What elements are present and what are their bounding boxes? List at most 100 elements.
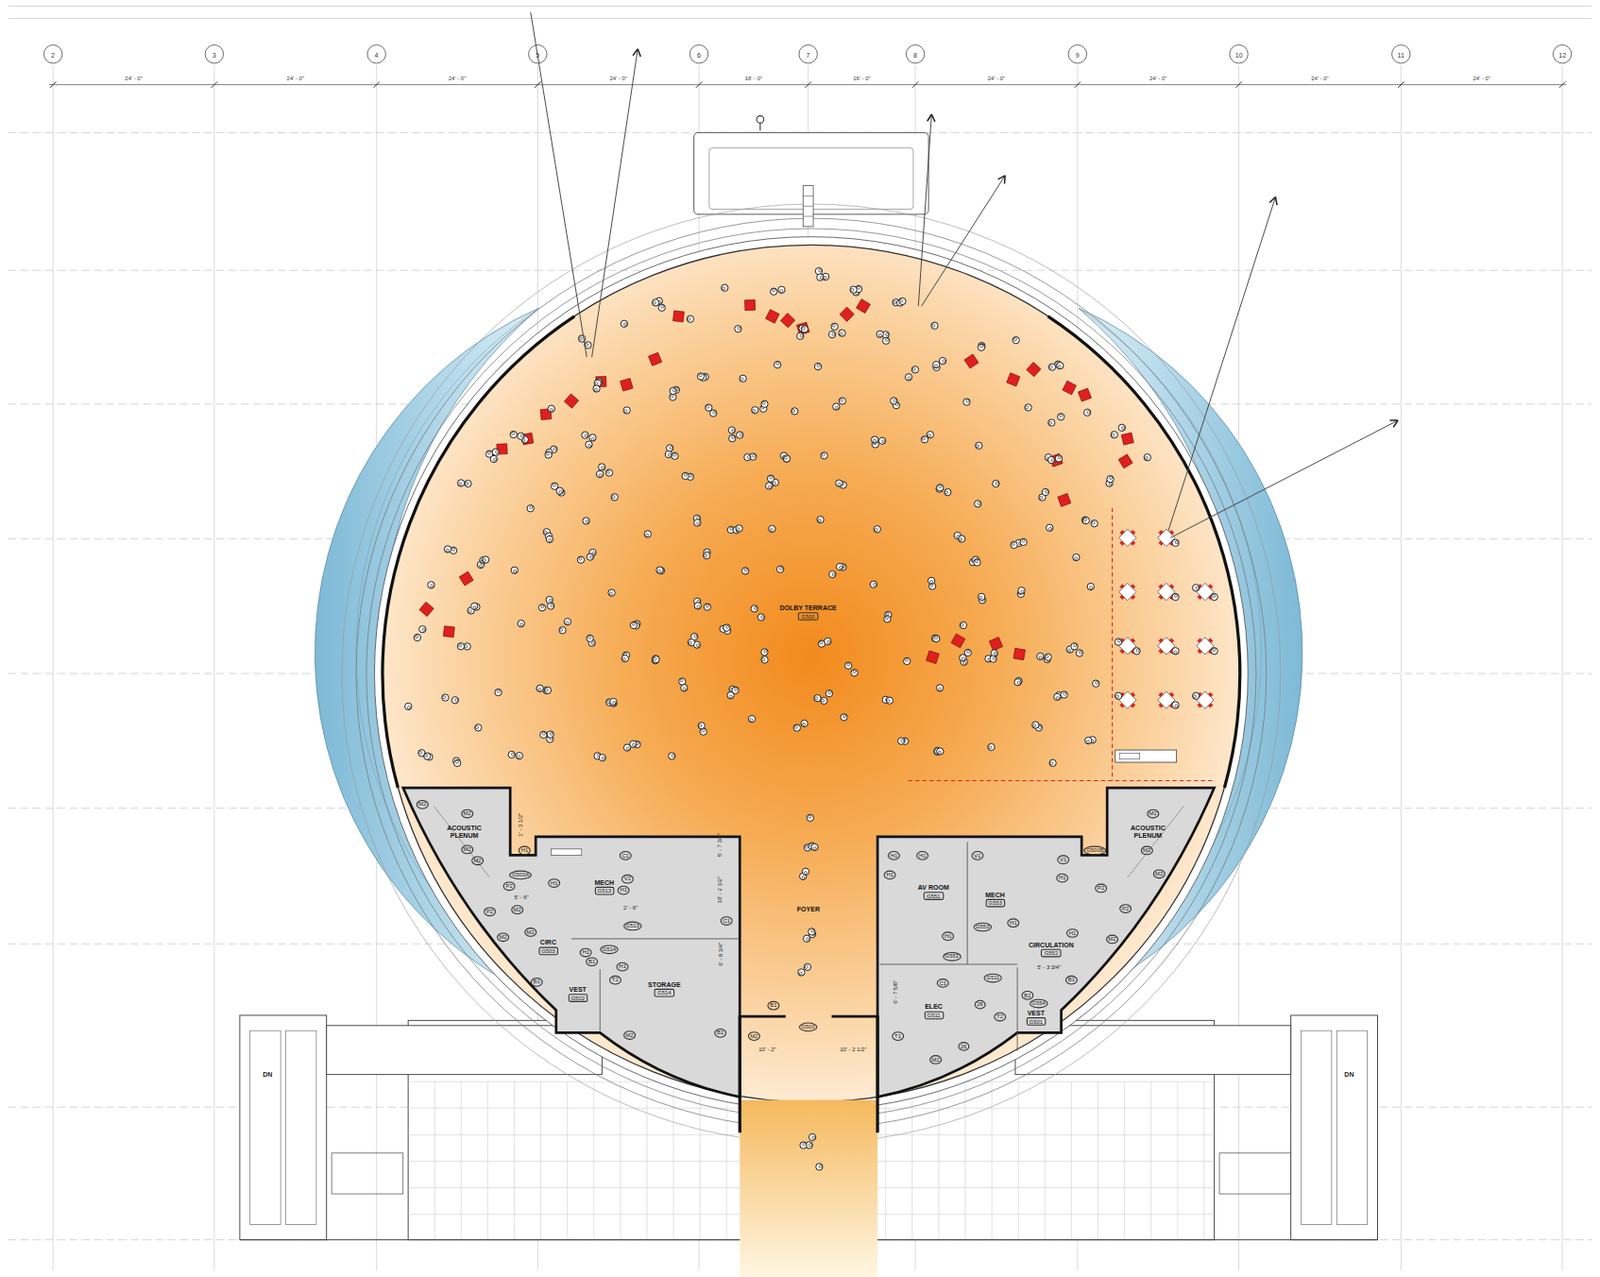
people (975, 442, 983, 449)
people (835, 562, 843, 570)
people (936, 748, 944, 755)
people (508, 750, 515, 758)
dimension-line (1074, 81, 1081, 87)
people (602, 756, 606, 760)
room-label: MECHG553 (983, 889, 1007, 909)
people (705, 404, 713, 411)
people (1212, 647, 1216, 651)
people (959, 538, 963, 542)
people (1095, 680, 1099, 684)
dimension: 2' - 6" (623, 903, 638, 911)
people (1025, 406, 1029, 409)
equipment-tag: M2 (1152, 868, 1166, 879)
people (609, 592, 613, 596)
people (703, 554, 707, 558)
furniture (419, 601, 434, 616)
room-label: CIRCG503 (536, 937, 561, 957)
people (464, 479, 472, 487)
people (832, 323, 835, 327)
furniture (839, 306, 854, 322)
people (963, 398, 971, 406)
terrace-outline (382, 316, 575, 788)
equipment-tag: G553 (972, 921, 992, 932)
people (680, 684, 688, 692)
people (453, 759, 460, 766)
people (610, 697, 617, 705)
grid-number: 12 (1558, 50, 1566, 58)
cafe-zone-boundary (908, 508, 1215, 781)
people (772, 481, 776, 485)
people (833, 403, 840, 410)
people (930, 580, 934, 584)
people (932, 323, 936, 327)
people (492, 448, 499, 456)
people (559, 627, 566, 634)
people (851, 288, 854, 291)
dimension: 1' - 3 1/2" (516, 813, 524, 837)
people (802, 935, 810, 942)
dimension-line (211, 81, 218, 87)
people (1192, 695, 1196, 698)
grid-lines (367, 45, 386, 64)
paving-grid (1176, 1081, 1178, 1240)
people (550, 604, 554, 608)
paving-grid (1097, 1081, 1099, 1240)
view-leaders (1393, 420, 1398, 427)
furniture (964, 354, 979, 369)
people (585, 441, 593, 448)
people (736, 431, 744, 439)
people (687, 639, 695, 647)
people (761, 615, 765, 619)
people (833, 403, 840, 410)
people (459, 644, 462, 647)
people (988, 746, 992, 749)
people (976, 444, 980, 448)
people (739, 433, 743, 437)
people (565, 621, 569, 625)
dimension-line (1235, 81, 1242, 87)
equipment-tag: M2 (1146, 808, 1160, 818)
grid-lines (8, 5, 1593, 7)
people (646, 533, 649, 537)
people (1054, 693, 1061, 700)
people (811, 843, 818, 851)
people (605, 469, 613, 477)
dimension-line (696, 81, 702, 87)
people (1045, 490, 1049, 494)
people (876, 330, 884, 338)
people (668, 752, 676, 760)
people (828, 691, 832, 695)
people (545, 535, 553, 543)
people (1010, 541, 1018, 548)
people (1048, 419, 1056, 426)
people (801, 326, 805, 330)
grid-number: 9 (1075, 50, 1080, 58)
people (407, 706, 410, 710)
people (1075, 649, 1083, 657)
furniture (1057, 493, 1072, 507)
people (750, 605, 758, 613)
people (1024, 404, 1032, 411)
people (812, 1136, 816, 1140)
people (791, 408, 799, 415)
people (935, 635, 938, 639)
people (899, 297, 906, 305)
people (680, 684, 688, 692)
people (819, 641, 823, 645)
people (992, 479, 1000, 487)
people (802, 1142, 806, 1146)
people (869, 580, 877, 588)
people (977, 343, 985, 351)
people (782, 455, 790, 462)
people (780, 566, 783, 570)
people (699, 728, 707, 735)
people (1049, 759, 1056, 766)
people (813, 847, 817, 851)
equipment-tag: M2 (510, 904, 525, 915)
people (967, 649, 971, 653)
people (481, 556, 489, 563)
people (987, 743, 995, 750)
paving-grid (1203, 1081, 1205, 1240)
people (927, 577, 935, 584)
